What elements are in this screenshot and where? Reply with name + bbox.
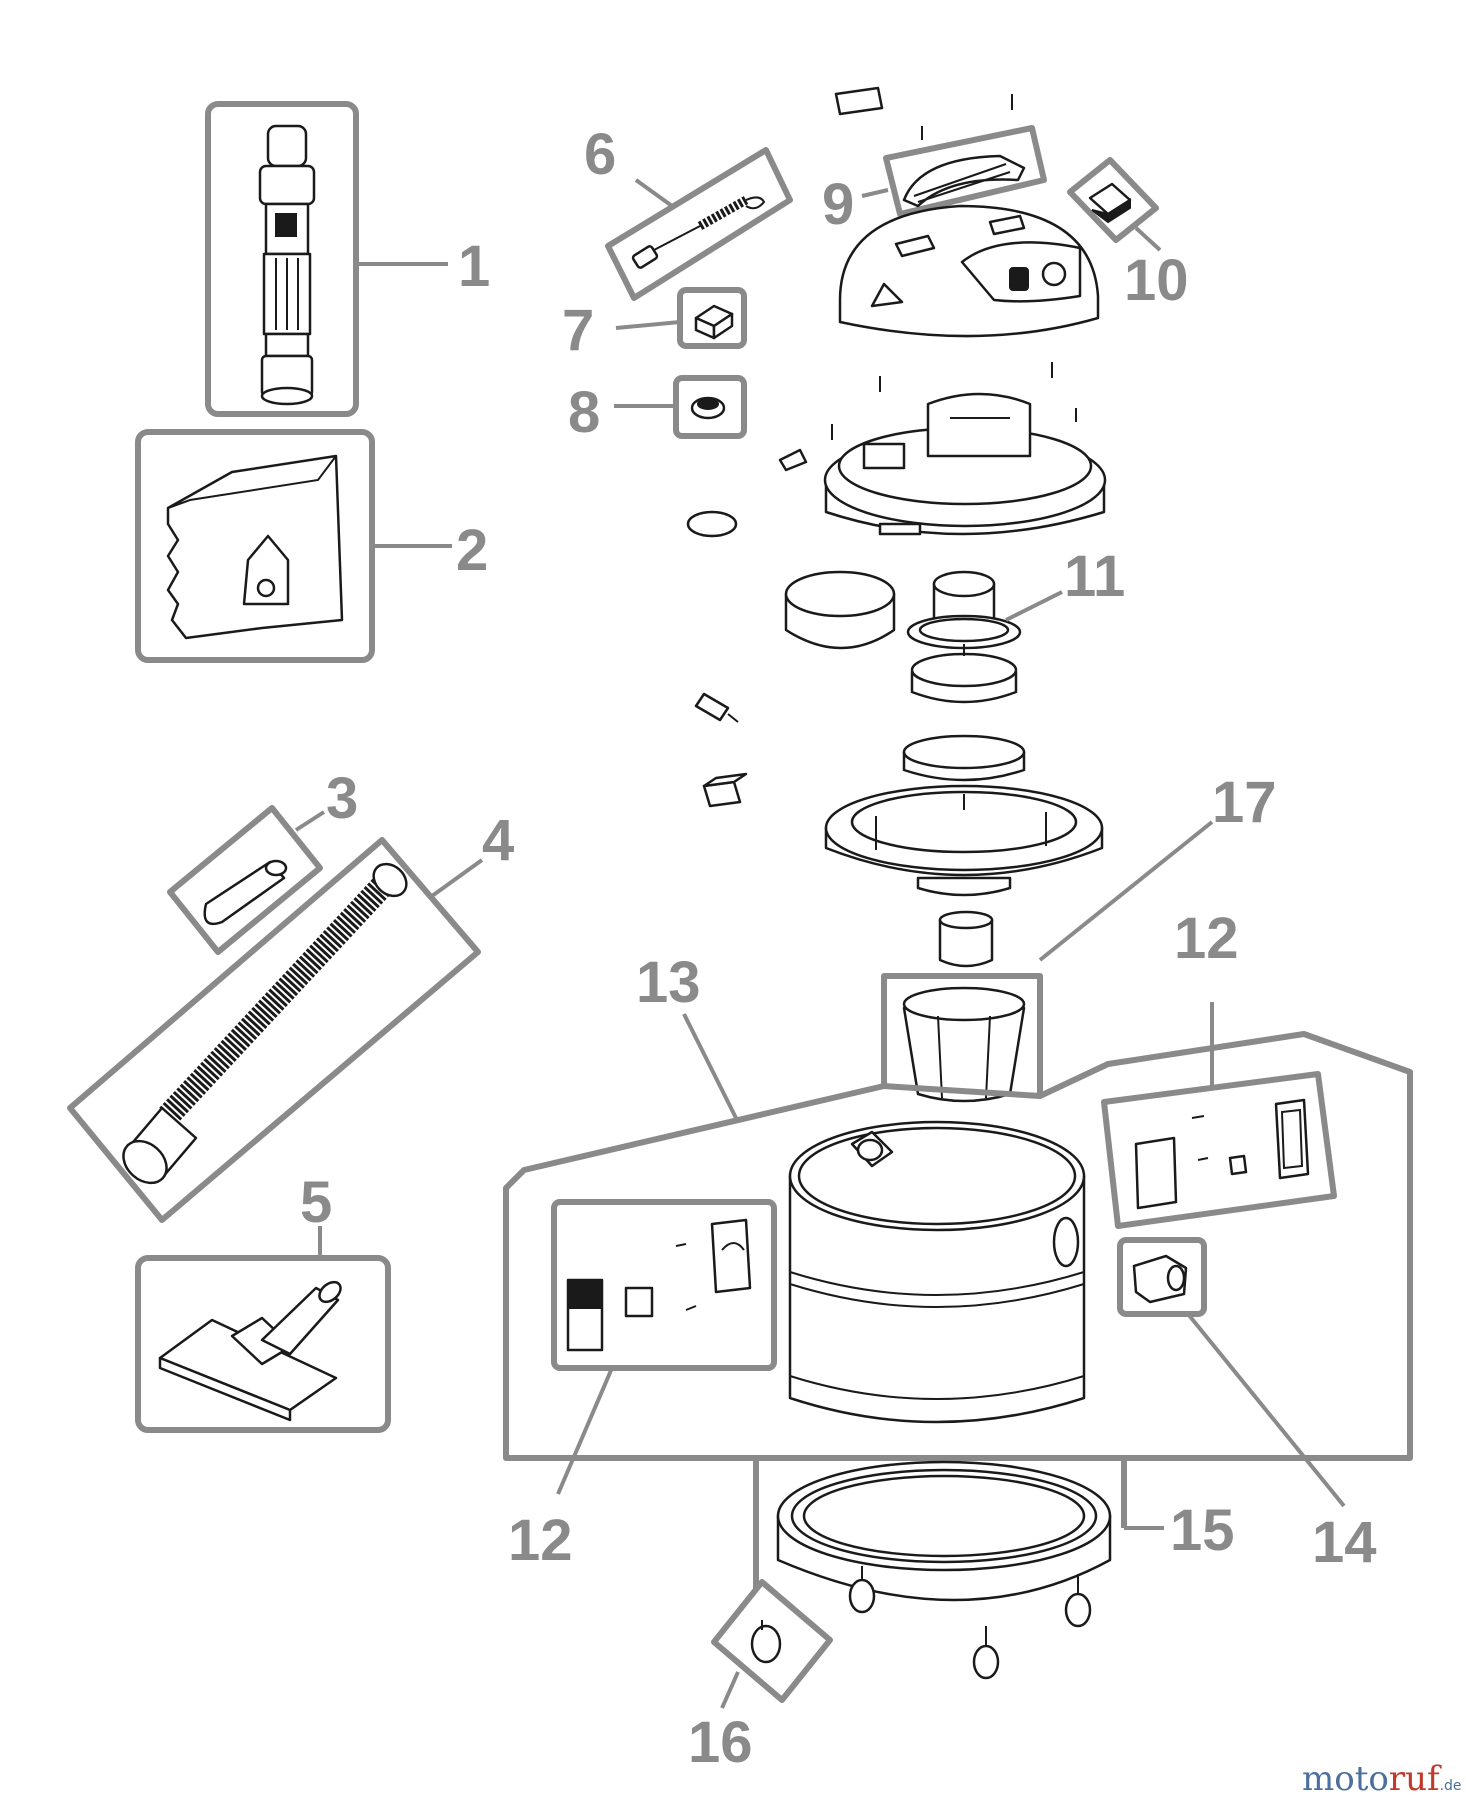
part-10-switch-button — [1067, 157, 1159, 243]
screws-top — [834, 86, 1013, 140]
svg-text:motoruf.de: motoruf.de — [1302, 1759, 1462, 1799]
part-8-switch-cover — [673, 375, 747, 439]
callout-6: 6 — [584, 122, 616, 187]
callout-10: 10 — [1124, 248, 1189, 313]
part-4-suction-hose — [67, 837, 481, 1223]
part-12-clamp-set-right — [1101, 1071, 1337, 1229]
callout-12-top: 12 — [1174, 906, 1239, 971]
part-6-power-cord — [605, 147, 793, 301]
callout-9: 9 — [822, 172, 854, 237]
filter-foam — [686, 510, 896, 650]
part-15-castor-base — [753, 1458, 1127, 1680]
callout-4: 4 — [482, 808, 514, 873]
watermark-domain: .de — [1440, 1778, 1462, 1794]
small-parts-left — [694, 692, 748, 808]
part-14-latch — [1117, 1237, 1207, 1317]
part-16-castor-wheel — [711, 1579, 833, 1703]
part-12-clamp-set-left — [551, 1199, 777, 1371]
part-2-filter-bag — [135, 429, 375, 663]
callout-2: 2 — [456, 518, 488, 583]
watermark-ruf: ruf — [1389, 1759, 1442, 1799]
watermark-logo: motoruf.de — [1302, 1759, 1462, 1799]
part-17-filter-basket — [881, 973, 1043, 1103]
watermark-moto: moto — [1302, 1759, 1389, 1799]
callout-12-bottom: 12 — [508, 1508, 573, 1573]
dirt-container — [788, 1120, 1086, 1424]
callout-17: 17 — [1212, 770, 1277, 835]
callout-1: 1 — [458, 234, 490, 299]
part-13-container-outline — [503, 1031, 1413, 1461]
float-cylinder — [938, 910, 994, 968]
part-1-extension-tube — [205, 101, 359, 417]
filter-base-plate — [824, 784, 1104, 897]
seal-ring — [902, 734, 1026, 782]
callout-5: 5 — [300, 1170, 332, 1235]
callout-14: 14 — [1312, 1510, 1377, 1575]
part-9-handle — [883, 125, 1047, 217]
motor-cover — [838, 204, 1100, 338]
callout-7: 7 — [562, 298, 594, 363]
callout-3: 3 — [326, 766, 358, 831]
callout-8: 8 — [568, 380, 600, 445]
callout-16: 16 — [688, 1710, 753, 1775]
callout-13: 13 — [636, 950, 701, 1015]
callout-15: 15 — [1170, 1498, 1235, 1563]
part-5-floor-nozzle — [135, 1255, 391, 1433]
motor-head — [778, 362, 1107, 536]
part-3-crevice-nozzle — [167, 805, 323, 955]
part-7-switch — [677, 287, 747, 349]
part-11-motor-fan — [906, 570, 1022, 704]
callout-11: 11 — [1064, 544, 1125, 609]
